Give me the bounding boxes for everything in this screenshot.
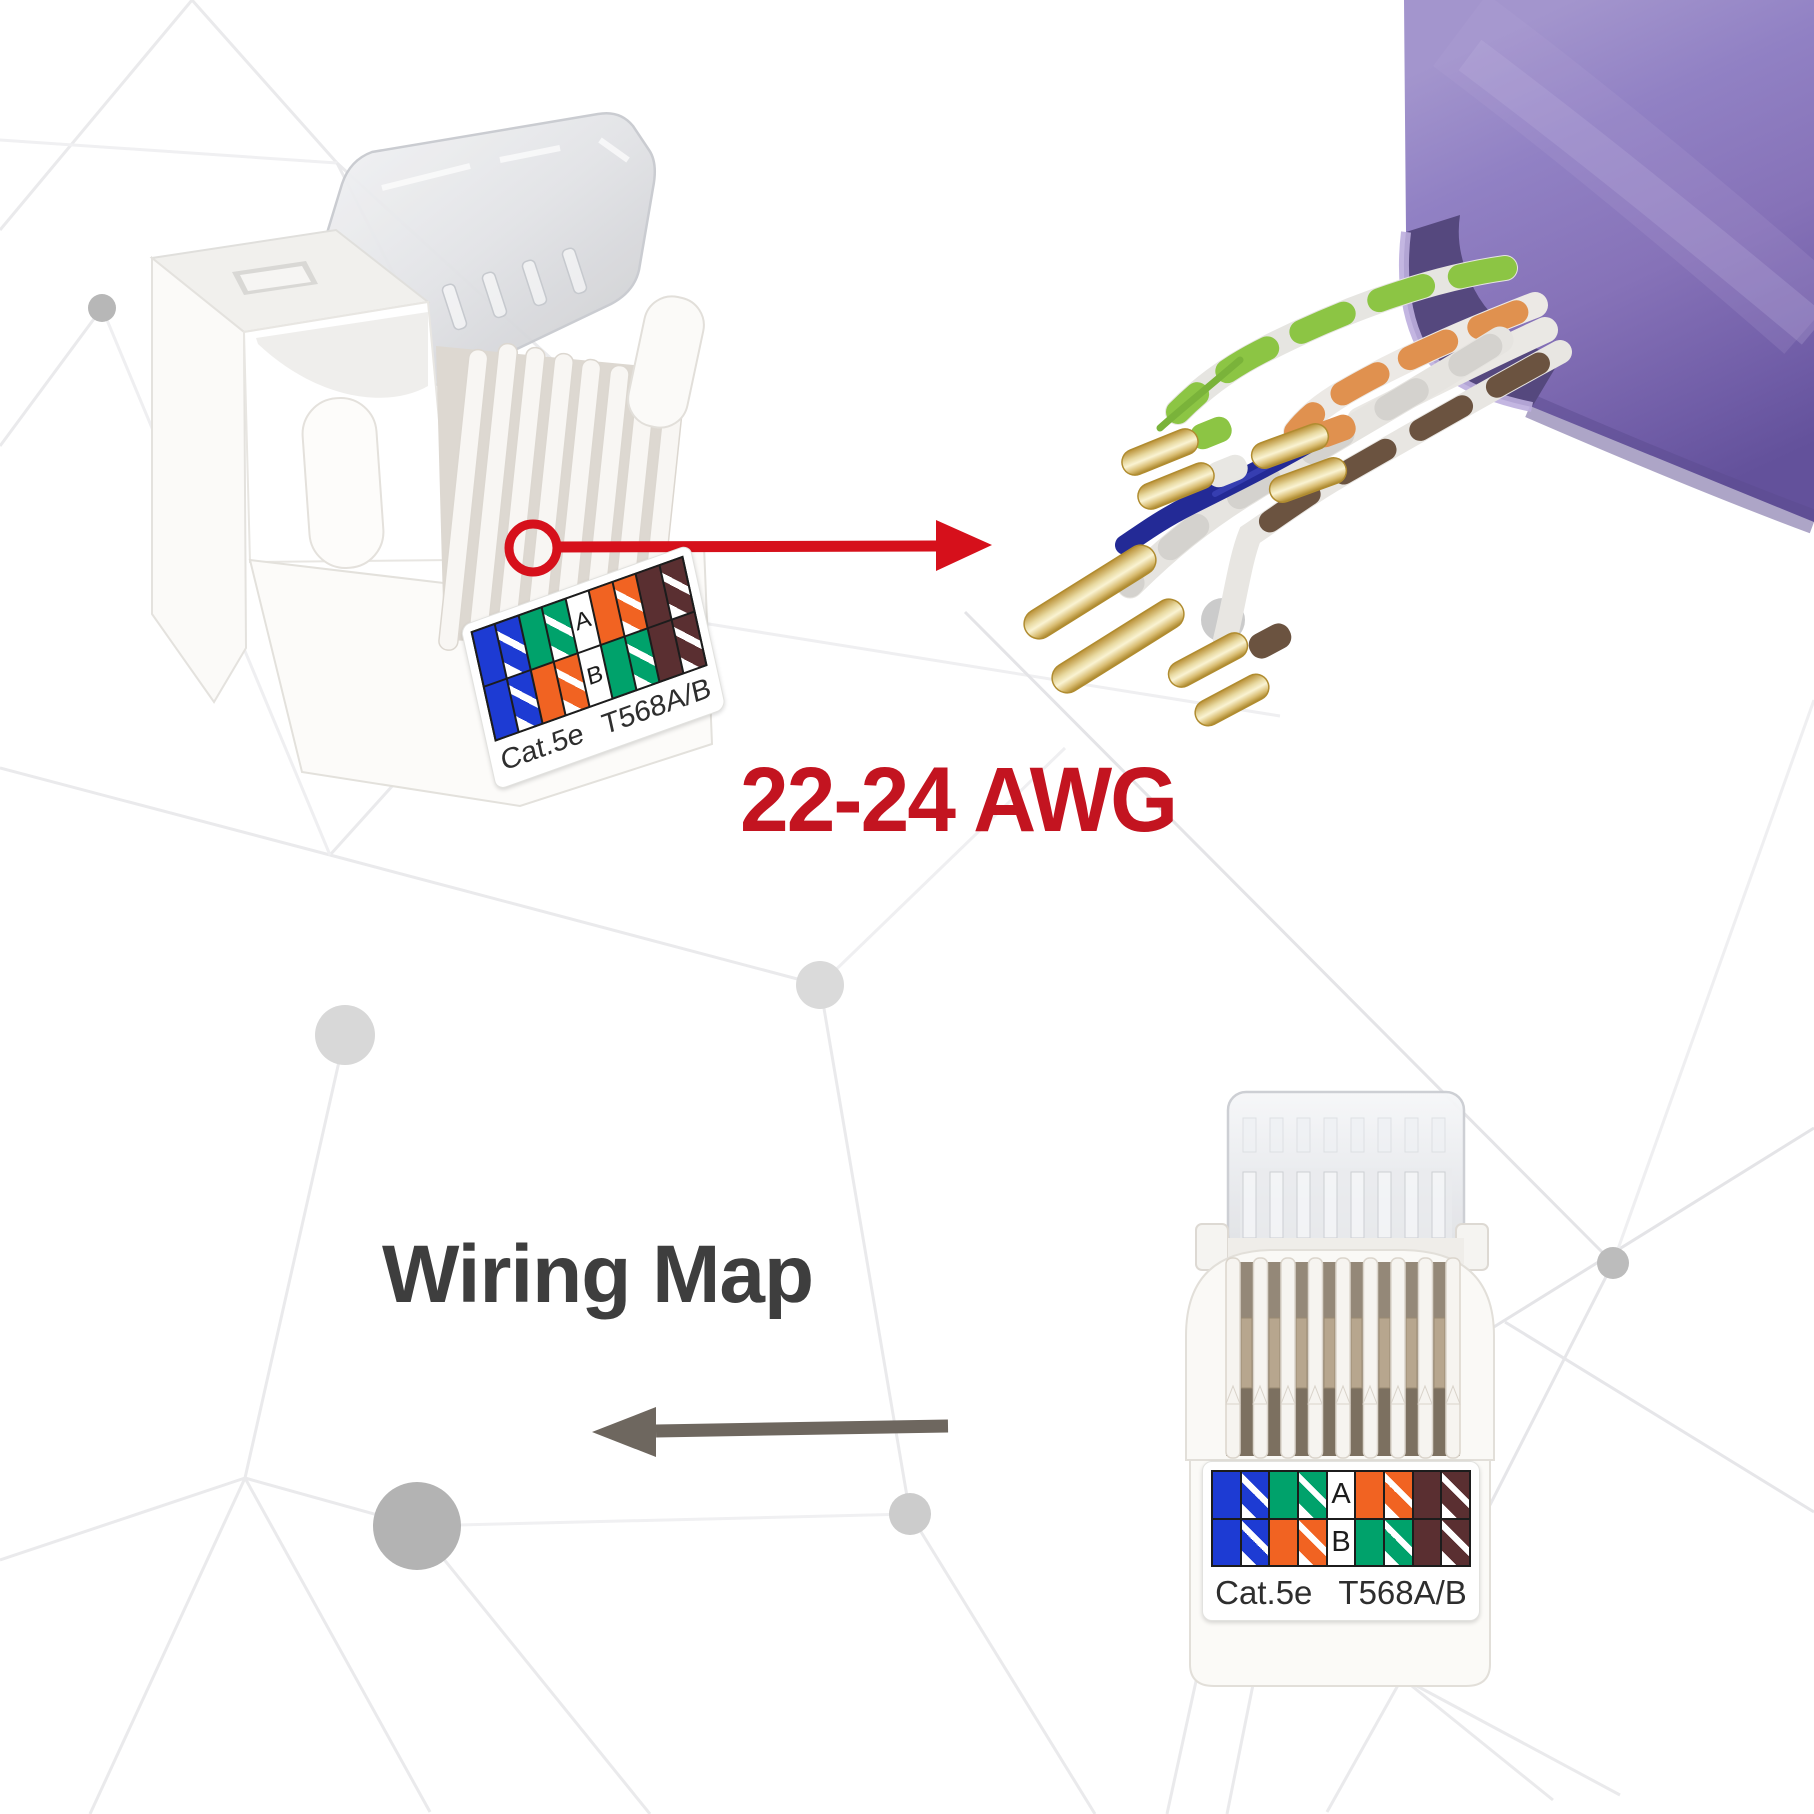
label-cell-blue-stripe bbox=[1241, 1472, 1269, 1518]
label-standard: T568A/B bbox=[1338, 1574, 1467, 1611]
label-cell-orange-stripe bbox=[1298, 1519, 1326, 1565]
label-cell-brown-stripe bbox=[1442, 1472, 1469, 1518]
label-cell-green-stripe bbox=[1384, 1519, 1412, 1565]
red-arrow-shaft bbox=[555, 540, 937, 553]
label-cell-orange bbox=[1270, 1519, 1297, 1565]
wiring-label-caption: Cat.5e T568A/B bbox=[1211, 1567, 1471, 1612]
ethernet-cable-photo bbox=[1023, 0, 1814, 727]
wiring-map-text: Wiring Map bbox=[382, 1229, 814, 1320]
awg-callout bbox=[504, 519, 992, 577]
label-cell-orange bbox=[1356, 1472, 1383, 1518]
label-letter-b: B bbox=[1327, 1519, 1355, 1565]
label-cell-green bbox=[1270, 1472, 1297, 1518]
label-cell-blue-stripe bbox=[1241, 1519, 1269, 1565]
label-cell-blue bbox=[1213, 1472, 1240, 1518]
label-cell-orange-stripe bbox=[1384, 1472, 1412, 1518]
gray-arrow-left bbox=[592, 1407, 949, 1457]
label-category: Cat.5e bbox=[1215, 1574, 1313, 1611]
red-arrow-head bbox=[936, 520, 992, 571]
label-cell-brown bbox=[1413, 1472, 1441, 1518]
label-letter-a: A bbox=[1327, 1472, 1355, 1518]
awg-text: 22-24 AWG bbox=[740, 749, 1178, 851]
label-cell-blue bbox=[1213, 1519, 1240, 1565]
label-cell-brown-stripe bbox=[1442, 1519, 1469, 1565]
label-cell-green-stripe bbox=[1298, 1472, 1326, 1518]
label-cell-brown bbox=[1413, 1519, 1441, 1565]
copper-conductor-tips bbox=[1023, 423, 1348, 727]
background-dots bbox=[88, 294, 1629, 1570]
label-cell-green bbox=[1356, 1519, 1383, 1565]
